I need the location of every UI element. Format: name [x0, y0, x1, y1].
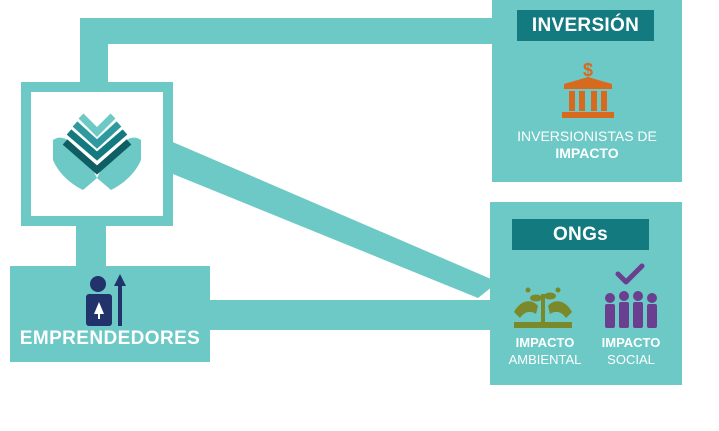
hands-logo-icon	[53, 113, 141, 190]
ngos-panel: ONGs IMPACTO AMBIENTAL IMPACTO SOCIAL	[490, 202, 682, 385]
svg-text:$: $	[583, 60, 593, 80]
ngos-title: ONGs	[512, 219, 649, 250]
investment-title: INVERSIÓN	[517, 10, 654, 41]
investment-caption-line2: IMPACTO	[555, 145, 619, 161]
social-line1: IMPACTO	[601, 335, 661, 350]
social-line2: SOCIAL	[607, 352, 655, 367]
investment-caption-line1: INVERSIONISTAS DE	[517, 128, 657, 144]
investment-panel: INVERSIÓN $ INVERSIONISTAS DE IMPACTO	[492, 0, 682, 182]
bank-icon: $	[562, 60, 614, 118]
plant-hands-icon	[514, 287, 572, 328]
environmental-line1: IMPACTO	[515, 335, 575, 350]
people-check-icon	[605, 263, 657, 328]
entrepreneurs-label: EMPRENDEDORES	[19, 328, 201, 349]
social-caption: IMPACTO SOCIAL	[590, 334, 672, 368]
environmental-caption: IMPACTO AMBIENTAL	[504, 334, 586, 368]
entrepreneurs-panel: EMPRENDEDORES	[10, 266, 210, 362]
logo-box	[21, 82, 173, 226]
entrepreneur-icon	[86, 274, 126, 326]
environmental-line2: AMBIENTAL	[508, 352, 582, 367]
investment-caption: INVERSIONISTAS DE IMPACTO	[492, 128, 682, 162]
